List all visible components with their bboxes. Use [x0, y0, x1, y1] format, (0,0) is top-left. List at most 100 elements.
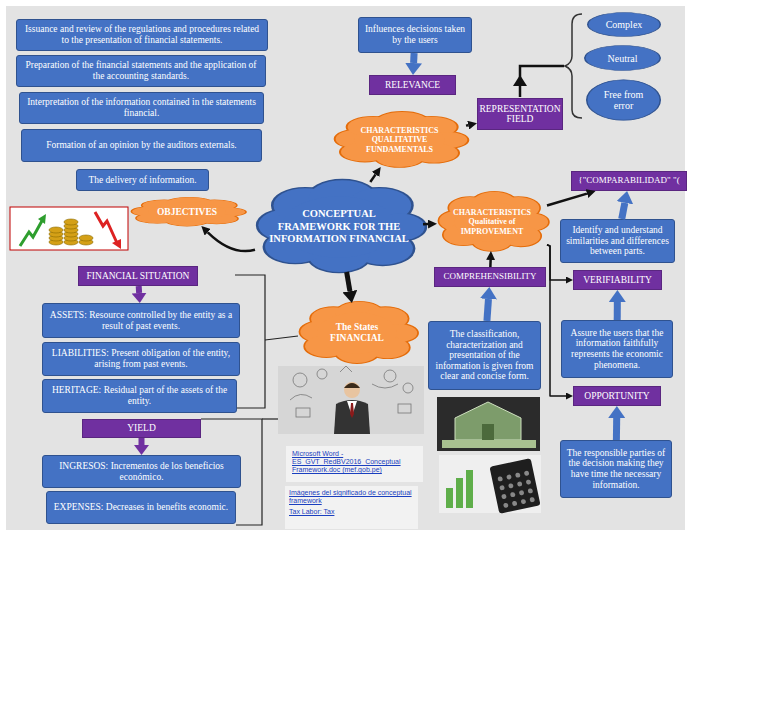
money-house-photo	[482, 424, 494, 440]
node-text: LIABILITIES: Present obligation of the e…	[47, 348, 235, 369]
node-text: Interpretation of the information contai…	[24, 97, 259, 118]
heading-band: FINANCIAL SITUATION	[78, 266, 198, 286]
finance-icon	[10, 207, 128, 250]
heading-band: RELEVANCE	[369, 75, 456, 95]
businessman-photo	[334, 400, 370, 434]
node-text: Free from error	[594, 89, 653, 111]
node-text: HERITAGE: Residual part of the assets of…	[47, 385, 232, 406]
node-text: Preparation of the financial statements …	[21, 60, 261, 81]
process-box: Formation of an opinion by the auditors …	[21, 129, 262, 162]
cloud-fill	[300, 302, 417, 363]
businessman-photo	[296, 408, 310, 417]
businessman-photo	[278, 366, 424, 434]
link-panel	[285, 486, 418, 529]
process-box: HERITAGE: Residual part of the assets of…	[42, 379, 237, 413]
node-text: REPRESENTATION FIELD	[479, 104, 560, 125]
cloud-lobe	[148, 202, 226, 221]
calculator-photo	[524, 470, 530, 476]
node-text: Formation of an opinion by the auditors …	[46, 140, 237, 151]
businessman-photo	[403, 383, 413, 393]
connector-arrow	[547, 194, 587, 206]
calculator-photo	[499, 485, 505, 491]
calculator-photo	[501, 494, 507, 500]
finance-icon	[79, 235, 93, 241]
calculator-photo	[503, 502, 509, 508]
group-bracket	[235, 275, 265, 408]
node-text: Assure the users that the information fa…	[566, 328, 668, 371]
attribute-bracket	[565, 14, 582, 118]
connector-arrow	[410, 53, 418, 63]
money-house-photo	[437, 397, 540, 451]
connector-arrow	[208, 232, 255, 251]
node-text: ASSETS: Resource controlled by the entit…	[47, 310, 235, 331]
connector-arrow	[622, 203, 625, 219]
node-text: CONCEPTUAL FRAMEWORK FOR THE INFORMATION…	[265, 208, 413, 246]
process-box: Assure the users that the information fa…	[561, 320, 673, 378]
ellipse-outline	[587, 80, 661, 120]
cloud-outline	[300, 302, 417, 363]
calculator-photo	[497, 476, 503, 482]
heading-band: YIELD	[82, 419, 201, 438]
process-box: LIABILITIES: Present obligation of the e…	[42, 342, 240, 376]
calculator-photo	[517, 481, 523, 487]
businessman-photo	[278, 366, 424, 434]
process-box: The delivery of information.	[76, 169, 209, 191]
businessman-photo	[398, 404, 411, 413]
calculator-photo	[528, 488, 534, 494]
process-box: EXPENSES: Decreases in benefits economic…	[46, 491, 236, 524]
finance-icon	[10, 207, 128, 250]
businessman-photo	[293, 373, 307, 387]
connector-arrow	[370, 174, 375, 182]
cloud-outline	[258, 180, 424, 272]
cloud-outline	[336, 112, 468, 167]
calculator-photo	[446, 488, 453, 508]
process-box: Issuance and review of the regulations a…	[16, 19, 268, 51]
node-text: COMPREHENSIBILITY	[443, 272, 536, 282]
node-text: VERIFIABILITY	[583, 275, 652, 285]
node-text: FINANCIAL SITUATION	[87, 271, 190, 281]
link-panel	[286, 446, 423, 482]
finance-icon	[112, 239, 121, 249]
concept-cloud: OBJECTIVES	[130, 198, 244, 226]
connector-arrow	[139, 438, 145, 445]
cloud-fill	[439, 192, 548, 251]
businessman-photo	[344, 382, 360, 398]
calculator-photo	[526, 479, 532, 485]
calculator-photo	[439, 455, 541, 513]
calculator-photo	[506, 474, 512, 480]
source-link: Imágenes del significado de conceptual f…	[289, 489, 416, 505]
node-text: Neutral	[608, 53, 638, 64]
heading-band: REPRESENTATION FIELD	[477, 98, 563, 130]
heading-band: {"COMPARABILIDAD" "(	[571, 171, 687, 191]
node-text: EXPENSES: Decreases in benefits economic…	[54, 502, 228, 513]
node-text: The classification, characterization and…	[433, 329, 536, 382]
calculator-photo	[456, 478, 463, 508]
businessman-photo	[340, 366, 352, 372]
source-link: Tax Labor: Tax	[289, 508, 416, 516]
node-text: OPPORTUNITY	[584, 391, 649, 401]
node-text: Influences decisions taken by the users	[363, 24, 467, 45]
calculator-photo	[508, 483, 514, 489]
cloud-fill	[132, 197, 245, 226]
businessman-photo	[290, 394, 312, 400]
heading-band: VERIFIABILITY	[573, 270, 662, 290]
central-cloud: CONCEPTUAL FRAMEWORK FOR THE INFORMATION…	[255, 182, 423, 272]
group-bracket	[265, 336, 298, 340]
concept-cloud: The States FINANCIAL	[298, 303, 416, 363]
businessman-photo	[317, 369, 327, 379]
calculator-photo	[515, 472, 521, 478]
process-box: Influences decisions taken by the users	[358, 17, 472, 53]
businessman-photo	[372, 384, 398, 388]
node-text: CHARACTERISTICS Qualitative of IMPROVEME…	[449, 208, 535, 236]
ellipse-outline	[585, 46, 660, 71]
process-box: The classification, characterization and…	[428, 321, 541, 390]
node-text: YIELD	[127, 423, 156, 433]
calculator-photo	[497, 470, 535, 508]
calculator-photo	[512, 501, 518, 507]
process-box: Identify and understand similarities and…	[560, 219, 675, 263]
node-text: {"COMPARABILIDAD" "(	[578, 176, 679, 186]
finance-icon	[64, 219, 78, 225]
node-text: RELEVANCE	[385, 80, 440, 90]
node-text: The responsible parties of the decision …	[565, 448, 667, 491]
finance-icon	[38, 214, 46, 224]
